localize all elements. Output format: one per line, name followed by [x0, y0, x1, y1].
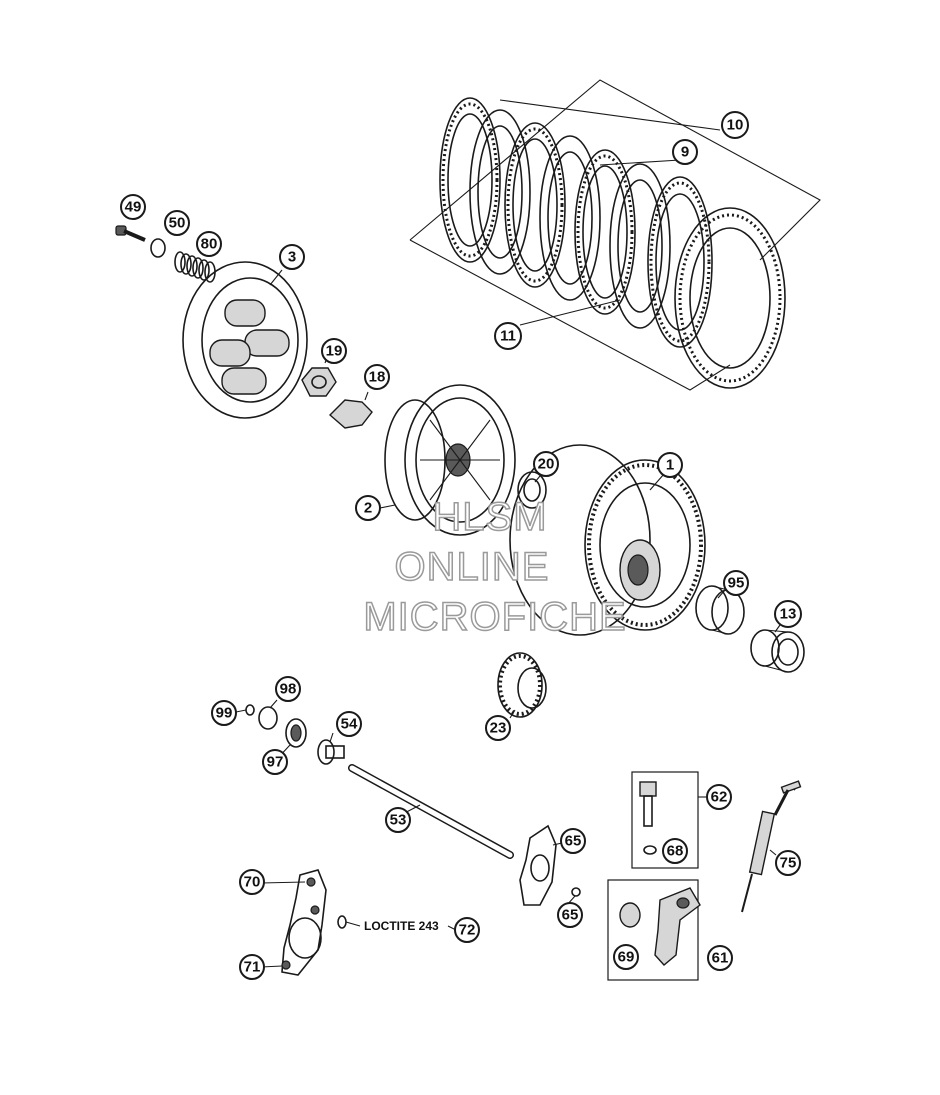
callout-23: 23 [485, 715, 511, 741]
washer-98 [258, 706, 278, 730]
bracket-70 [281, 869, 327, 976]
svg-text:50: 50 [169, 215, 186, 232]
washer-50 [150, 238, 166, 258]
callout-53: 53 [385, 807, 411, 833]
kit-box-61 [607, 879, 701, 981]
svg-text:10: 10 [727, 117, 744, 134]
svg-text:3: 3 [288, 249, 296, 266]
callout-3: 3 [279, 244, 305, 270]
callout-61: 61 [707, 945, 733, 971]
gasket-65 [519, 824, 557, 906]
callout-54: 54 [336, 711, 362, 737]
svg-text:2: 2 [364, 500, 372, 517]
callout-20: 20 [533, 451, 559, 477]
bolt-49 [115, 225, 146, 242]
kit-box-62 [631, 771, 699, 869]
callout-70: 70 [239, 869, 265, 895]
dowel-66 [571, 887, 581, 897]
callout-71: 71 [239, 954, 265, 980]
pressure-plate [182, 261, 308, 419]
callout-13: 13 [774, 600, 802, 628]
watermark: HLSM ONLINE MICROFICHE [363, 494, 627, 640]
svg-text:19: 19 [326, 343, 343, 360]
svg-text:65: 65 [565, 833, 582, 850]
callout-65-top: 65 [560, 828, 586, 854]
svg-text:9: 9 [681, 144, 689, 161]
svg-text:97: 97 [267, 754, 284, 771]
clutch-disc-stack [409, 79, 821, 391]
push-rod-53 [348, 764, 514, 859]
spring-80 [174, 251, 216, 283]
callout-19: 19 [321, 338, 347, 364]
svg-text:68: 68 [667, 843, 684, 860]
callout-2: 2 [355, 495, 381, 521]
callout-69: 69 [613, 944, 639, 970]
callout-95: 95 [723, 570, 749, 596]
needle-bearing-95 [695, 585, 745, 635]
svg-text:75: 75 [780, 855, 797, 872]
svg-text:18: 18 [369, 369, 386, 386]
watermark-line-2: ONLINE [395, 545, 550, 589]
callout-18: 18 [364, 364, 390, 390]
svg-text:11: 11 [500, 328, 516, 345]
ring-99 [245, 704, 255, 716]
callout-10: 10 [721, 111, 749, 139]
svg-text:23: 23 [490, 720, 507, 737]
callout-11: 11 [494, 322, 522, 350]
watermark-line-3: MICROFICHE [363, 595, 626, 639]
callout-65-bottom: 65 [557, 902, 583, 928]
callout-68: 68 [662, 838, 688, 864]
lock-washer-18 [328, 399, 373, 429]
svg-text:99: 99 [216, 705, 233, 722]
svg-text:71: 71 [244, 959, 261, 976]
nut-19 [301, 367, 337, 397]
svg-text:70: 70 [244, 874, 261, 891]
svg-text:69: 69 [618, 949, 635, 966]
svg-text:49: 49 [125, 199, 142, 216]
svg-text:80: 80 [201, 236, 218, 253]
bushing-13 [750, 629, 805, 673]
bearing-97 [285, 718, 307, 748]
watermark-line-1: HLSM [432, 495, 547, 539]
callout-9: 9 [672, 139, 698, 165]
inner-clutch-hub [384, 384, 516, 536]
callout-50: 50 [164, 210, 190, 236]
svg-text:95: 95 [728, 575, 745, 592]
svg-text:98: 98 [280, 681, 297, 698]
svg-text:65: 65 [562, 907, 579, 924]
pressure-piece-54 [317, 739, 345, 765]
callout-99: 99 [211, 700, 237, 726]
svg-text:61: 61 [712, 950, 729, 967]
svg-text:54: 54 [341, 716, 358, 733]
svg-text:1: 1 [666, 457, 674, 474]
callout-80: 80 [196, 231, 222, 257]
callout-49: 49 [120, 194, 146, 220]
svg-text:53: 53 [390, 812, 407, 829]
callout-75: 75 [775, 850, 801, 876]
syringe-75 [741, 780, 802, 913]
callout-72: 72 [454, 917, 480, 943]
svg-text:13: 13 [780, 606, 797, 623]
gear-23 [497, 652, 547, 718]
svg-text:20: 20 [538, 456, 555, 473]
loctite-note: LOCTITE 243 [364, 919, 439, 933]
callout-98: 98 [275, 676, 301, 702]
callout-97: 97 [262, 749, 288, 775]
callout-62: 62 [706, 784, 732, 810]
outer-clutch-basket [509, 444, 706, 636]
callout-1: 1 [657, 452, 683, 478]
svg-text:62: 62 [711, 789, 728, 806]
svg-text:72: 72 [459, 922, 476, 939]
